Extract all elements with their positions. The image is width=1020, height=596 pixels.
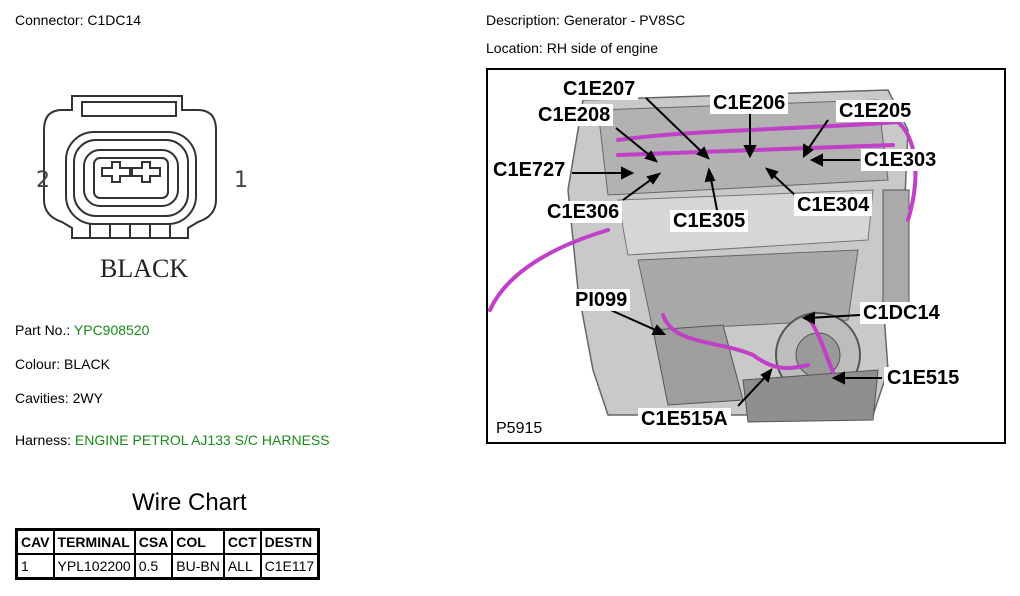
callout-c1dc14: C1DC14 xyxy=(860,302,943,324)
connector-line: Connector: C1DC14 xyxy=(15,12,141,28)
description-line: Description: Generator - PV8SC xyxy=(486,12,685,28)
callout-c1e306: C1E306 xyxy=(544,201,623,223)
cavities-value: 2WY xyxy=(72,390,103,406)
location-label: Location: xyxy=(486,40,543,56)
description-label: Description: xyxy=(486,12,560,28)
pin-number-1: 1 xyxy=(234,168,248,193)
engine-location-diagram: C1E207 C1E206 C1E205 C1E208 C1E727 C1E30… xyxy=(486,68,1006,444)
wire-chart-table: CAV TERMINAL CSA COL CCT DESTN 1 YPL1022… xyxy=(15,528,321,580)
cell-csa: 0.5 xyxy=(133,553,174,580)
colour-line: Colour: BLACK xyxy=(15,356,110,372)
cell-cav: 1 xyxy=(15,553,55,580)
callout-c1e515: C1E515 xyxy=(884,367,963,389)
callout-c1e207: C1E207 xyxy=(560,78,639,100)
callout-pi099: PI099 xyxy=(572,289,631,311)
cell-destn[interactable]: C1E117 xyxy=(259,553,320,580)
harness-line: Harness: ENGINE PETROL AJ133 S/C HARNESS xyxy=(15,432,330,448)
connector-value: C1DC14 xyxy=(87,12,142,28)
callout-c1e305: C1E305 xyxy=(670,210,749,232)
connector-face-icon xyxy=(43,95,217,239)
connector-face-drawing: 2 1 BLACK xyxy=(30,88,250,288)
colour-label: Colour: xyxy=(15,356,61,372)
callout-c1e206: C1E206 xyxy=(710,92,789,114)
cavities-line: Cavities: 2WY xyxy=(15,390,103,406)
callout-c1e727: C1E727 xyxy=(490,159,569,181)
cell-terminal: YPL102200 xyxy=(52,553,136,580)
callout-c1e208: C1E208 xyxy=(535,104,614,126)
table-row: 1 YPL102200 0.5 BU-BN ALL C1E117 xyxy=(15,553,320,580)
wire-chart-title: Wire Chart xyxy=(132,489,247,516)
col-header-cav: CAV xyxy=(15,528,55,555)
connector-color-label: BLACK xyxy=(100,254,189,283)
callout-c1e205: C1E205 xyxy=(836,100,915,122)
harness-link[interactable]: ENGINE PETROL AJ133 S/C HARNESS xyxy=(74,432,330,448)
col-header-destn: DESTN xyxy=(259,528,320,555)
callout-c1e303: C1E303 xyxy=(861,149,940,171)
figure-reference: P5915 xyxy=(496,420,543,437)
cavities-label: Cavities: xyxy=(15,390,69,406)
engine-illustration xyxy=(488,89,918,423)
description-value: Generator - PV8SC xyxy=(563,12,686,28)
colour-value: BLACK xyxy=(64,356,110,372)
cell-cct: ALL xyxy=(222,553,262,580)
col-header-cct: CCT xyxy=(222,528,262,555)
location-line: Location: RH side of engine xyxy=(486,40,658,56)
harness-label: Harness: xyxy=(15,432,72,448)
col-header-col: COL xyxy=(171,528,225,555)
part-no-line: Part No.: YPC908520 xyxy=(15,322,149,338)
col-header-terminal: TERMINAL xyxy=(52,528,136,555)
col-header-csa: CSA xyxy=(133,528,174,555)
callout-c1e304: C1E304 xyxy=(794,194,873,216)
part-no-link[interactable]: YPC908520 xyxy=(73,322,150,338)
part-no-label: Part No.: xyxy=(15,322,71,338)
pin-number-2: 2 xyxy=(36,168,50,193)
connector-label: Connector: xyxy=(15,12,84,28)
wire-chart-header-row: CAV TERMINAL CSA COL CCT DESTN xyxy=(15,528,320,555)
location-value: RH side of engine xyxy=(546,40,659,56)
cell-col: BU-BN xyxy=(171,553,225,580)
callout-c1e515a: C1E515A xyxy=(638,408,731,430)
